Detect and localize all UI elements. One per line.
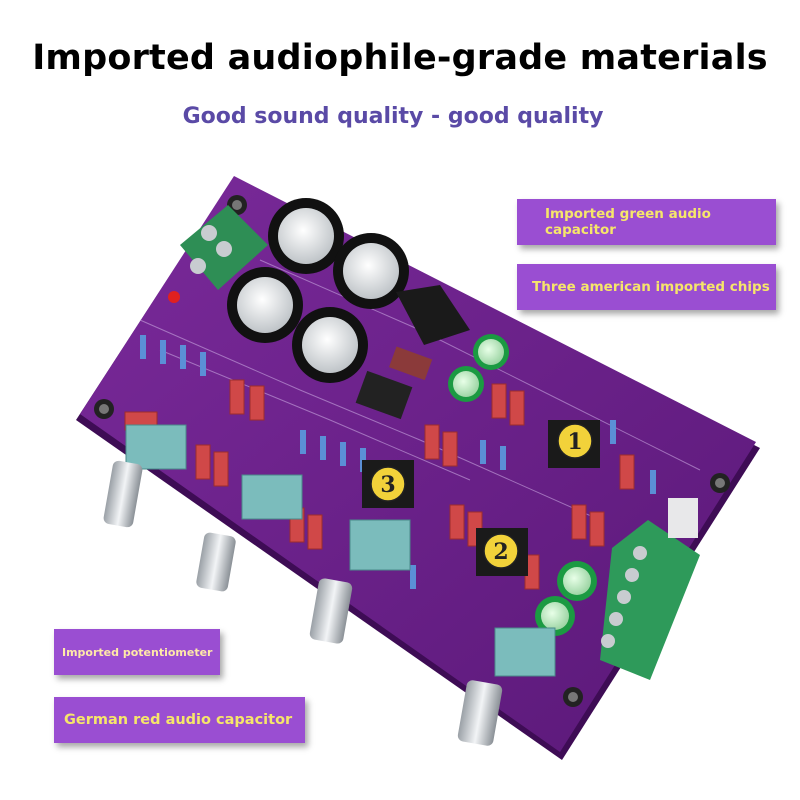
large-filter-capacitors [227,198,409,383]
callout-potentiometer: Imported potentiometer [54,629,220,675]
red-film-capacitors [124,379,635,590]
chip-marker-3: 3 [370,466,406,502]
green-audio-capacitors [448,334,597,636]
chip-marker-2: 2 [483,533,519,569]
potentiometers [125,424,556,677]
svg-text:2: 2 [493,539,508,565]
heatsink-regulators [355,285,470,420]
callout-red-capacitor: German red audio capacitor [54,697,305,743]
svg-text:1: 1 [567,429,582,455]
terminal-block-output [600,498,700,680]
terminal-block-input [180,205,268,290]
svg-text:3: 3 [380,472,395,498]
page-subheadline: Good sound quality - good quality [182,104,604,129]
power-led [168,291,180,303]
page-headline: Imported audiophile-grade materials [32,38,768,78]
callout-green-capacitor: Imported green audio capacitor [517,199,776,245]
potentiometer-shafts [103,460,503,746]
callout-chips: Three american imported chips [517,264,776,310]
chip-marker-1: 1 [557,423,593,459]
